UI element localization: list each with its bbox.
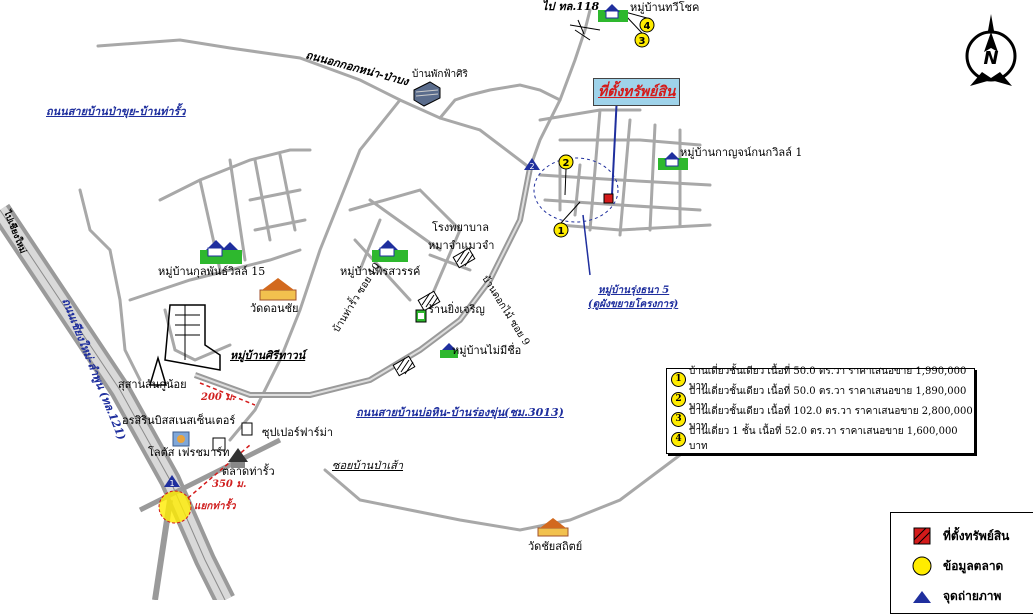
house-icon-thawichote	[598, 4, 628, 22]
label-market: ตลาดท่ารั้ว	[222, 465, 275, 478]
photo-point-2: 2	[524, 158, 540, 171]
house-icon-phrasawan	[372, 240, 408, 262]
svg-text:N: N	[983, 48, 998, 69]
label-mai-mi-chue: หมู่บ้านไม่มีชื่อ	[452, 344, 522, 357]
label-phattiri: บ้านพักฟ้าศิริ	[412, 69, 468, 80]
supermarket-icon	[241, 422, 253, 436]
market-marker-1: 1	[553, 222, 569, 238]
temple-icon-chai-sathit	[537, 518, 569, 537]
label-dist-200: 200 ม.	[201, 392, 236, 403]
svg-text:4: 4	[644, 21, 651, 32]
highway-121	[0, 203, 235, 600]
svg-text:3: 3	[639, 36, 646, 47]
market-marker-2: 2	[558, 154, 574, 170]
house-icon-lakphan	[200, 240, 242, 264]
svg-text:1: 1	[169, 479, 174, 488]
photo-point-icon	[913, 591, 931, 603]
label-dist-350: 350 ม.	[212, 479, 247, 490]
label-road-west: ถนนสายบ้านป่าขุย-บ้านท่ารั้ว	[46, 105, 186, 118]
building-icon	[413, 81, 441, 107]
label-cemetery: สุสานสันกู่น้อย	[118, 378, 187, 391]
label-rung-thana: หมู่บ้านรุ่งธนา 5	[598, 285, 670, 296]
cemetery-icon	[148, 355, 168, 386]
label-road-east: ถนนสายบ้านบ่อหิน-บ้านร่องขุ่น(ชม.3013)	[356, 406, 564, 419]
photo-point-1: 1	[164, 475, 180, 488]
legend: ที่ตั้งทรัพย์สิน ข้อมูลตลาด จุดถ่ายภาพ	[890, 512, 1033, 614]
property-location-label[interactable]: ที่ตั้งทรัพย์สิน	[593, 78, 681, 106]
road-north	[96, 38, 532, 170]
property-marker	[603, 193, 614, 204]
label-wat-chai-sathit: วัดชัยสถิตย์	[528, 540, 583, 553]
ying-charoen-icon	[415, 309, 427, 323]
label-orasirin: อรสิรินบิสสเนสเซ็นเตอร์	[122, 414, 236, 427]
label-lakphan: หมู่บ้านกุลพันธ์วิลล์ 15	[158, 265, 266, 278]
legend-photo: จุดถ่ายภาพ	[911, 585, 1001, 607]
label-supermarket: ซุปเปอร์ฟาร์ม่า	[262, 426, 334, 439]
label-siri-town: หมู่บ้านศิรีทาวน์	[230, 349, 306, 362]
siri-town-block	[164, 304, 221, 371]
label-wat-don-chai: วัดดอนชัย	[250, 302, 299, 315]
market-icon	[228, 448, 248, 468]
label-hospital-1: โรงพยาบาล	[432, 221, 489, 234]
label-rung-thana-sub: (ดูผังขยายโครงการ)	[588, 299, 679, 310]
label-kanchananop: หมู่บ้านกาญจน์กนกวิลล์ 1	[680, 146, 803, 159]
legend-property: ที่ตั้งทรัพย์สิน	[911, 525, 1009, 547]
market-marker-4: 4	[639, 17, 655, 33]
label-phrasawan: หมู่บ้านพิรสวรรค์	[340, 265, 421, 278]
svg-text:ถนนอกกอกหน่า-ป่าบง: ถนนอกกอกหน่า-ป่าบง	[304, 48, 411, 88]
property-square-icon	[913, 527, 931, 545]
svg-text:บ้านดอกไม้ ซอย 9: บ้านดอกไม้ ซอย 9	[479, 273, 532, 348]
lotus-icon	[172, 431, 190, 447]
market-marker-3: 3	[634, 32, 650, 48]
map-canvas: 1 2 3 4 2 1 ถนนอกกอกหน่า-ป่าบง ถนนเชียงใ…	[0, 4, 712, 600]
house-icon-mai-mi-chue	[440, 343, 458, 358]
store-icon	[212, 437, 226, 451]
label-soi-pa-sao: ซอยบ้านป่าเส้า	[332, 459, 404, 472]
label-thawichote: หมู่บ้านทวีโชค	[630, 1, 700, 14]
label-ying-charoen: ร้านยิ่งเจริญ	[428, 303, 485, 316]
house-icon-kanchananop	[658, 152, 688, 170]
junction-circle	[158, 490, 192, 524]
label-lotus: โลตัส เฟรชมาร์ท	[148, 446, 230, 459]
route-line	[611, 94, 618, 196]
project-area-circle	[533, 157, 619, 223]
compass-icon: N	[965, 14, 1017, 86]
label-to-118: ไป ทล.118	[542, 0, 600, 13]
svg-text:2: 2	[563, 158, 570, 169]
svg-text:2: 2	[529, 162, 534, 171]
temple-icon-don-chai	[259, 278, 297, 301]
label-hospital-2: หมาจำแมวจำ	[428, 239, 495, 252]
label-junction: แยกท่ารั้ว	[194, 501, 236, 512]
legend-market: ข้อมูลตลาด	[911, 555, 1003, 577]
svg-text:1: 1	[558, 226, 565, 237]
market-circle-icon	[912, 556, 932, 576]
